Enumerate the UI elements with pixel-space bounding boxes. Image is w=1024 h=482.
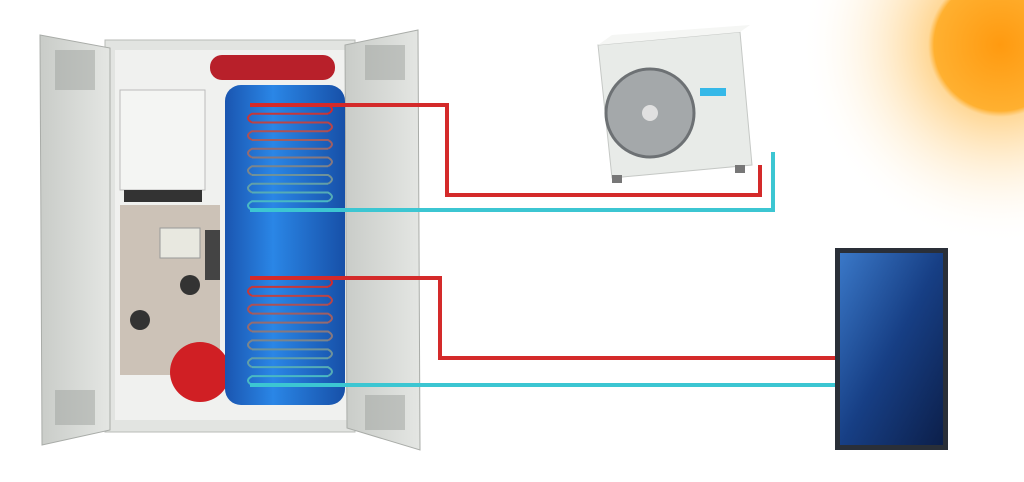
coil-turn — [247, 339, 328, 351]
solar-flow-pipe — [250, 276, 835, 360]
coil-turn — [247, 112, 328, 124]
coil-turn — [252, 330, 333, 342]
coil-turn — [252, 294, 333, 306]
heat-pump-return-pipe — [250, 152, 775, 212]
storage-tank — [225, 85, 345, 405]
boiler — [119, 89, 206, 191]
sun — [800, 0, 1024, 245]
cabinet-right-door — [344, 29, 421, 451]
top-vessel — [210, 55, 335, 80]
cabinet-left-door — [39, 34, 111, 446]
coil-turn — [247, 285, 328, 297]
heat-pump-flow-pipe — [250, 103, 762, 197]
coil-turn — [247, 321, 328, 333]
heat-pump-outdoor-unit — [597, 25, 753, 183]
coil-turn — [252, 121, 333, 133]
coil-turn — [252, 156, 333, 168]
coil-turn — [252, 191, 333, 203]
solar-panel — [835, 248, 948, 450]
brand-logo — [700, 88, 726, 96]
coil-turn — [247, 182, 328, 194]
coil-turn — [247, 357, 328, 369]
coil-turn — [252, 139, 333, 150]
coil-turn — [247, 147, 328, 159]
coil-turn — [252, 348, 333, 360]
coil-turn — [252, 312, 333, 324]
coil-turn — [252, 366, 333, 377]
coil-turn — [247, 303, 328, 315]
expansion-vessel — [170, 342, 230, 402]
coil-turn — [252, 174, 333, 185]
lower-coil — [247, 277, 333, 386]
coil-turn — [247, 130, 328, 141]
coil-turn — [247, 165, 328, 176]
